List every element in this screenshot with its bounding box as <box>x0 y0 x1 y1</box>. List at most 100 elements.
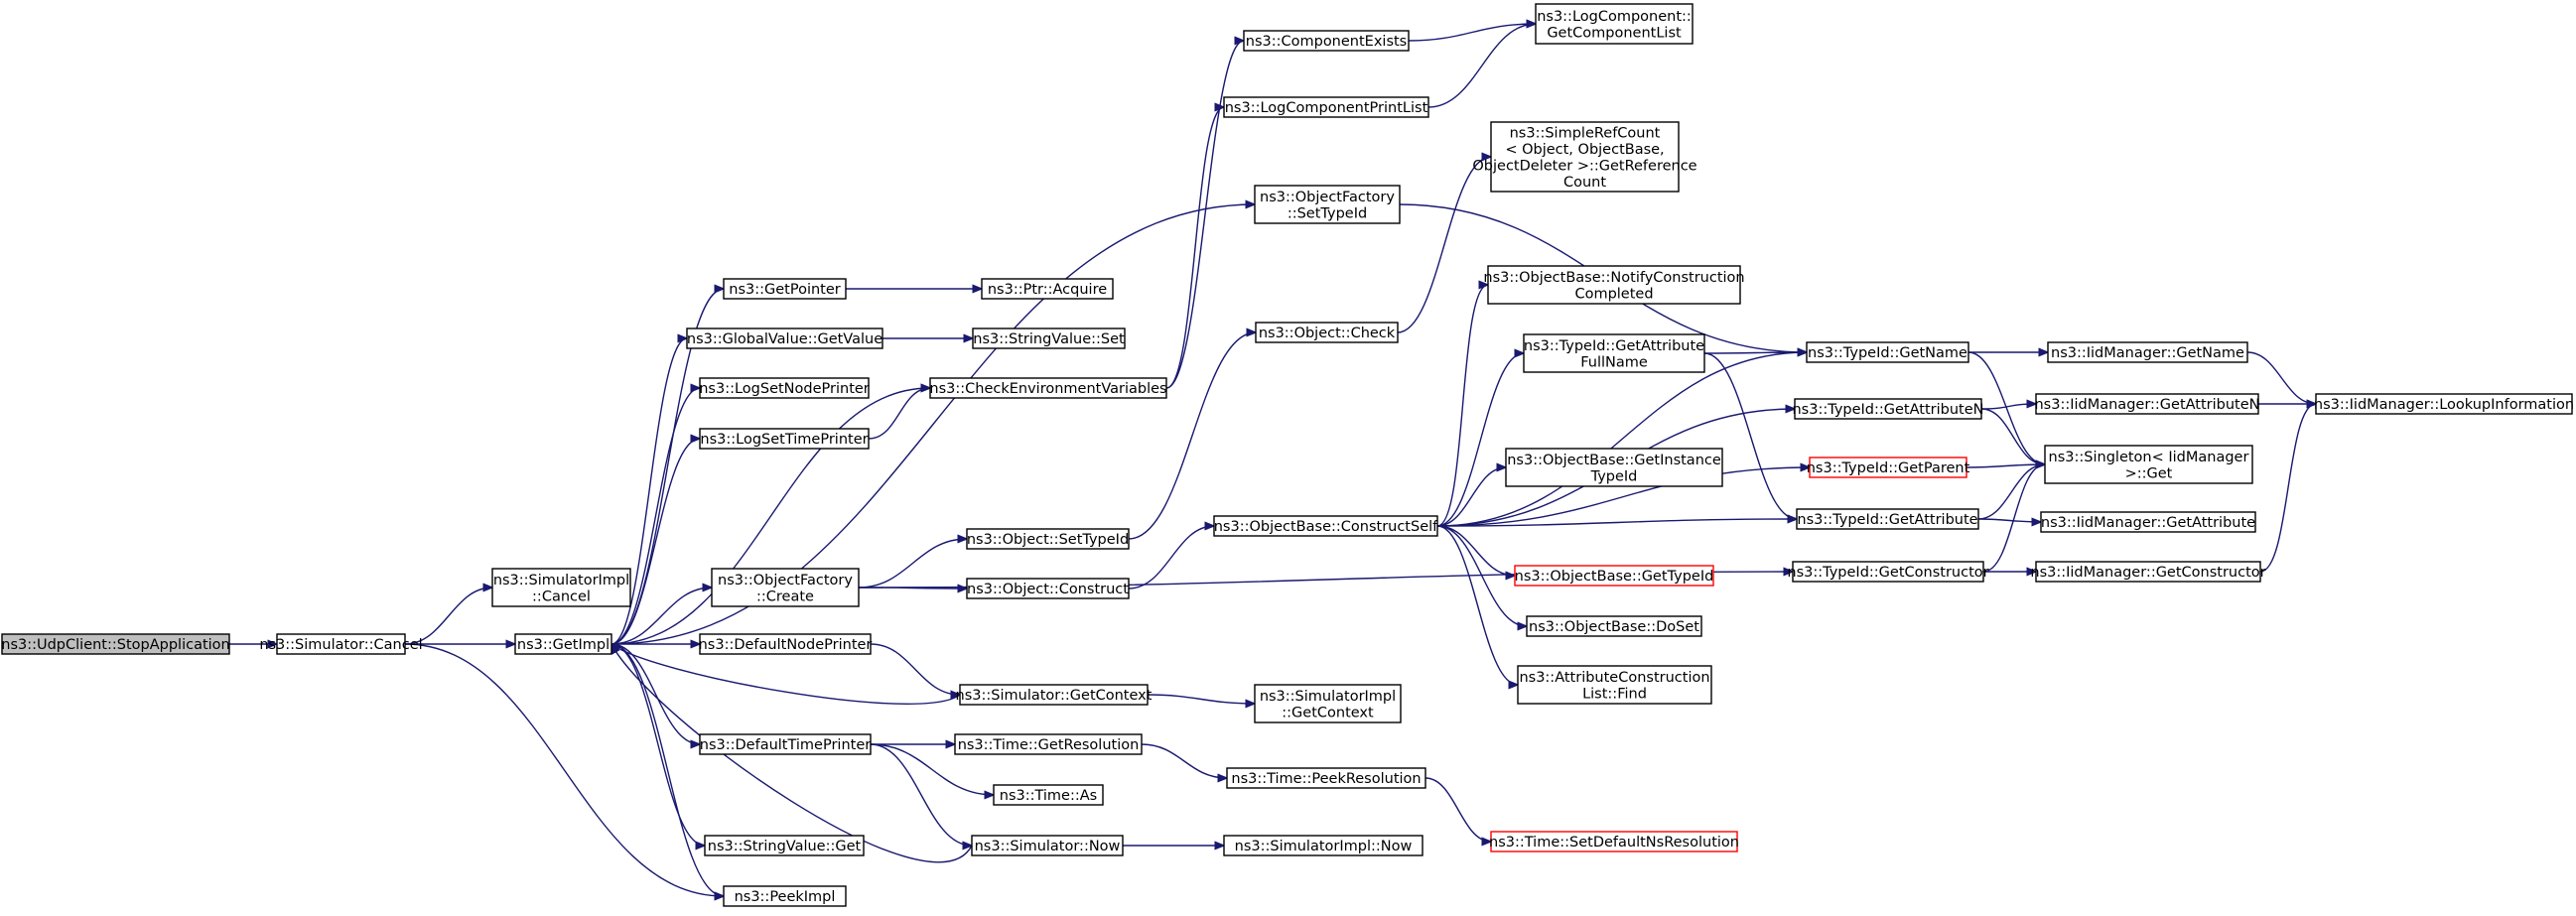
node-box <box>1526 615 1702 637</box>
function-node-sim-getcontext[interactable]: ns3::Simulator::GetContext <box>956 684 1152 706</box>
function-node-singleton-get[interactable]: ns3::Singleton< IidManager>::Get <box>2044 445 2253 484</box>
call-edge <box>610 643 724 896</box>
function-node-simimpl-now[interactable]: ns3::SimulatorImpl::Now <box>1223 835 1424 856</box>
node-label: ns3::GlobalValue::GetValue <box>687 331 882 347</box>
call-edge <box>1436 285 1488 527</box>
node-box <box>1 633 230 655</box>
node-box <box>2035 561 2261 583</box>
edge-arrow <box>1967 351 2045 464</box>
function-node-stop-app[interactable]: ns3::UdpClient::StopApplication <box>1 633 230 655</box>
node-label: ns3::TypeId::GetAttribute <box>1797 512 1977 528</box>
node-box <box>981 278 1114 300</box>
function-node-sim-now[interactable]: ns3::Simulator::Now <box>971 835 1124 856</box>
function-node-iid-lookup[interactable]: ns3::IidManager::LookupInformation <box>2314 393 2574 415</box>
function-node-tid-getattrn[interactable]: ns3::TypeId::GetAttributeN <box>1792 398 1984 420</box>
function-node-tid-getname[interactable]: ns3::TypeId::GetName <box>1806 341 1969 363</box>
node-label: ns3::Object::SetTypeId <box>967 532 1129 548</box>
node-label: TypeId <box>1590 468 1638 484</box>
function-node-logsettime[interactable]: ns3::LogSetTimePrinter <box>699 428 870 450</box>
node-box <box>699 633 872 655</box>
function-node-sv-get[interactable]: ns3::StringValue::Get <box>704 835 865 856</box>
edge-arrow <box>870 743 994 795</box>
function-node-deftimeprinter[interactable]: ns3::DefaultTimePrinter <box>699 733 872 755</box>
call-edge <box>1128 526 1214 589</box>
edge-arrow <box>1977 464 2045 520</box>
function-node-of-settypeid[interactable]: ns3::ObjectFactory::SetTypeId <box>1254 185 1401 224</box>
call-edge <box>404 643 724 896</box>
call-edge <box>610 388 700 645</box>
edge-arrow <box>1436 467 1506 527</box>
function-node-ob-notify[interactable]: ns3::ObjectBase::NotifyConstructionCompl… <box>1483 265 1745 305</box>
function-node-getimpl[interactable]: ns3::GetImpl <box>514 633 612 655</box>
function-node-tid-getattr[interactable]: ns3::TypeId::GetAttribute <box>1796 508 1979 530</box>
function-node-iid-getname[interactable]: ns3::IidManager::GetName <box>2047 341 2248 363</box>
function-node-ptr-acquire[interactable]: ns3::Ptr::Acquire <box>981 278 1114 300</box>
edge-arrow <box>1427 24 1536 108</box>
edge-arrow <box>1128 332 1256 540</box>
function-node-of-create[interactable]: ns3::ObjectFactory::Create <box>711 568 860 607</box>
node-label: ns3::ObjectBase::NotifyConstruction <box>1483 270 1744 286</box>
function-node-obj-settypeid[interactable]: ns3::Object::SetTypeId <box>966 528 1130 550</box>
function-node-checkenv[interactable]: ns3::CheckEnvironmentVariables <box>929 377 1167 399</box>
call-edge <box>870 643 960 695</box>
node-box <box>1254 684 1402 723</box>
function-node-simimpl-cancel[interactable]: ns3::SimulatorImpl::Cancel <box>491 568 631 607</box>
node-label: GetComponentList <box>1547 25 1682 41</box>
function-node-logcomp-getlist[interactable]: ns3::LogComponent::GetComponentList <box>1535 3 1694 45</box>
node-label: ns3::Simulator::GetContext <box>956 688 1152 704</box>
node-box <box>1523 333 1705 373</box>
function-node-defnodeprinter[interactable]: ns3::DefaultNodePrinter <box>699 633 873 655</box>
call-edge <box>1128 332 1256 540</box>
function-node-time-as[interactable]: ns3::Time::As <box>993 784 1104 806</box>
node-box <box>966 578 1130 599</box>
node-box <box>1505 448 1723 487</box>
edge-arrow <box>610 204 1255 645</box>
function-node-iid-getctor[interactable]: ns3::IidManager::GetConstructor <box>2030 561 2266 583</box>
function-node-simimpl-getcontext[interactable]: ns3::SimulatorImpl::GetContext <box>1254 684 1402 723</box>
call-edge <box>610 338 687 645</box>
function-node-iid-getattrn[interactable]: ns3::IidManager::GetAttributeN <box>2034 393 2260 415</box>
function-node-time-getres[interactable]: ns3::Time::GetResolution <box>954 733 1143 755</box>
node-label: ns3::LogSetTimePrinter <box>700 432 868 448</box>
function-node-iid-getattr[interactable]: ns3::IidManager::GetAttribute <box>2040 511 2256 533</box>
node-label: ::GetContext <box>1282 705 1374 720</box>
edge-arrow <box>1128 526 1214 589</box>
function-node-tid-getparent[interactable]: ns3::TypeId::GetParent <box>1807 457 1970 478</box>
edge-arrow <box>1147 694 1255 704</box>
call-edge <box>1703 352 1797 519</box>
edge-arrow <box>610 388 930 645</box>
function-node-compexists[interactable]: ns3::ComponentExists <box>1243 30 1410 52</box>
call-edge <box>1436 467 1810 527</box>
edge-arrow <box>1977 519 2041 522</box>
function-node-logsetnode[interactable]: ns3::LogSetNodePrinter <box>699 377 870 399</box>
edge-arrow <box>2259 404 2316 573</box>
edge-arrow <box>1397 157 1491 333</box>
function-node-time-setdefault[interactable]: ns3::Time::SetDefaultNsResolution <box>1489 831 1739 852</box>
call-edge <box>1424 777 1491 842</box>
function-node-ob-gettypeid[interactable]: ns3::ObjectBase::GetTypeId <box>1514 565 1714 587</box>
node-label: ns3::TypeId::GetParent <box>1807 460 1970 476</box>
function-node-sim-cancel[interactable]: ns3::Simulator::Cancel <box>259 633 423 655</box>
edge-arrow <box>1165 107 1224 389</box>
function-node-time-peekres[interactable]: ns3::Time::PeekResolution <box>1226 767 1426 789</box>
node-label: ns3::TypeId::GetAttribute <box>1524 338 1704 354</box>
function-node-obj-construct[interactable]: ns3::Object::Construct <box>966 578 1130 599</box>
function-node-obj-check[interactable]: ns3::Object::Check <box>1255 322 1399 343</box>
function-node-srefcount[interactable]: ns3::SimpleRefCount< Object, ObjectBase,… <box>1472 121 1697 193</box>
function-node-peekimpl[interactable]: ns3::PeekImpl <box>723 885 847 907</box>
function-node-gv-getvalue[interactable]: ns3::GlobalValue::GetValue <box>686 327 883 349</box>
node-box <box>1490 121 1680 193</box>
node-box <box>2040 511 2256 533</box>
function-node-ob-doset[interactable]: ns3::ObjectBase::DoSet <box>1526 615 1702 637</box>
function-node-sv-set[interactable]: ns3::StringValue::Set <box>972 327 1126 349</box>
function-node-getpointer[interactable]: ns3::GetPointer <box>723 278 847 300</box>
function-node-logcompprint[interactable]: ns3::LogComponentPrintList <box>1223 96 1429 118</box>
node-label: ns3::SimulatorImpl <box>1260 689 1396 705</box>
function-node-ob-constructself[interactable]: ns3::ObjectBase::ConstructSelf <box>1213 515 1438 537</box>
call-edges <box>229 24 2316 896</box>
function-node-tid-getctor[interactable]: ns3::TypeId::GetConstructor <box>1787 561 1989 583</box>
